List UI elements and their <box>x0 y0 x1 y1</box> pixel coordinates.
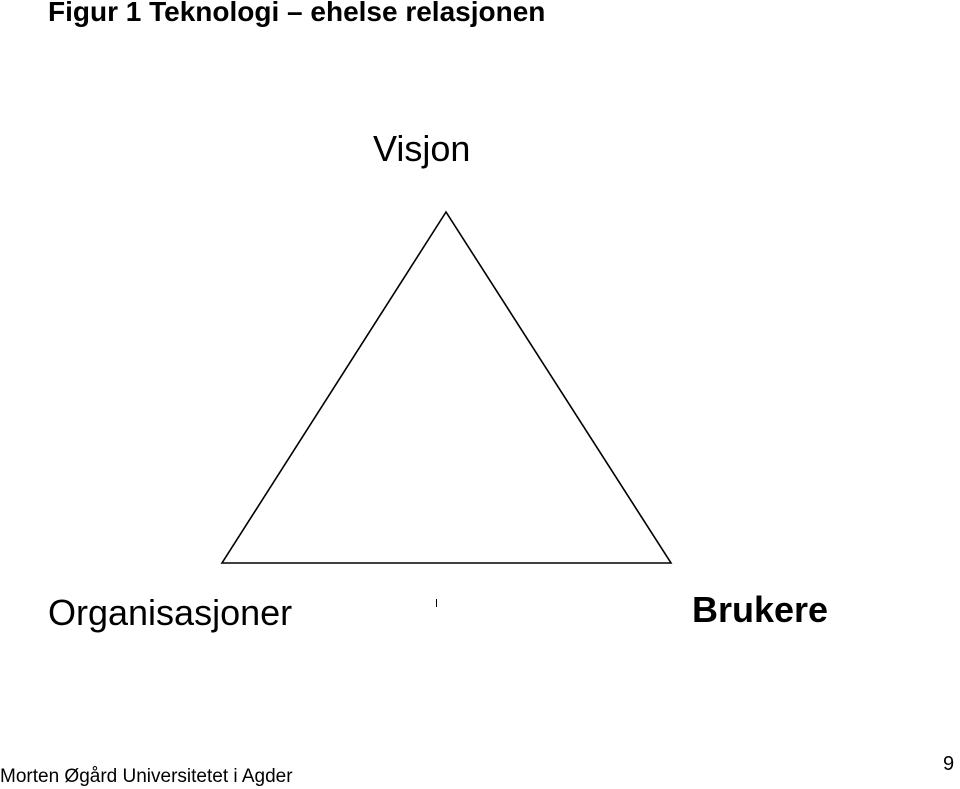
footer-text: Morten Øgård Universitetet i Agder <box>0 766 293 787</box>
vertex-label-visjon: Visjon <box>373 128 471 169</box>
page-number: 9 <box>943 753 955 775</box>
vertex-label-organisasjoner: Organisasjoner <box>48 592 293 633</box>
tick-mark <box>436 599 437 607</box>
vertex-label-brukere: Brukere <box>692 589 829 630</box>
slide-title: Figur 1 Teknologi – ehelse relasjonen <box>48 0 546 27</box>
triangle-shape <box>220 210 673 564</box>
